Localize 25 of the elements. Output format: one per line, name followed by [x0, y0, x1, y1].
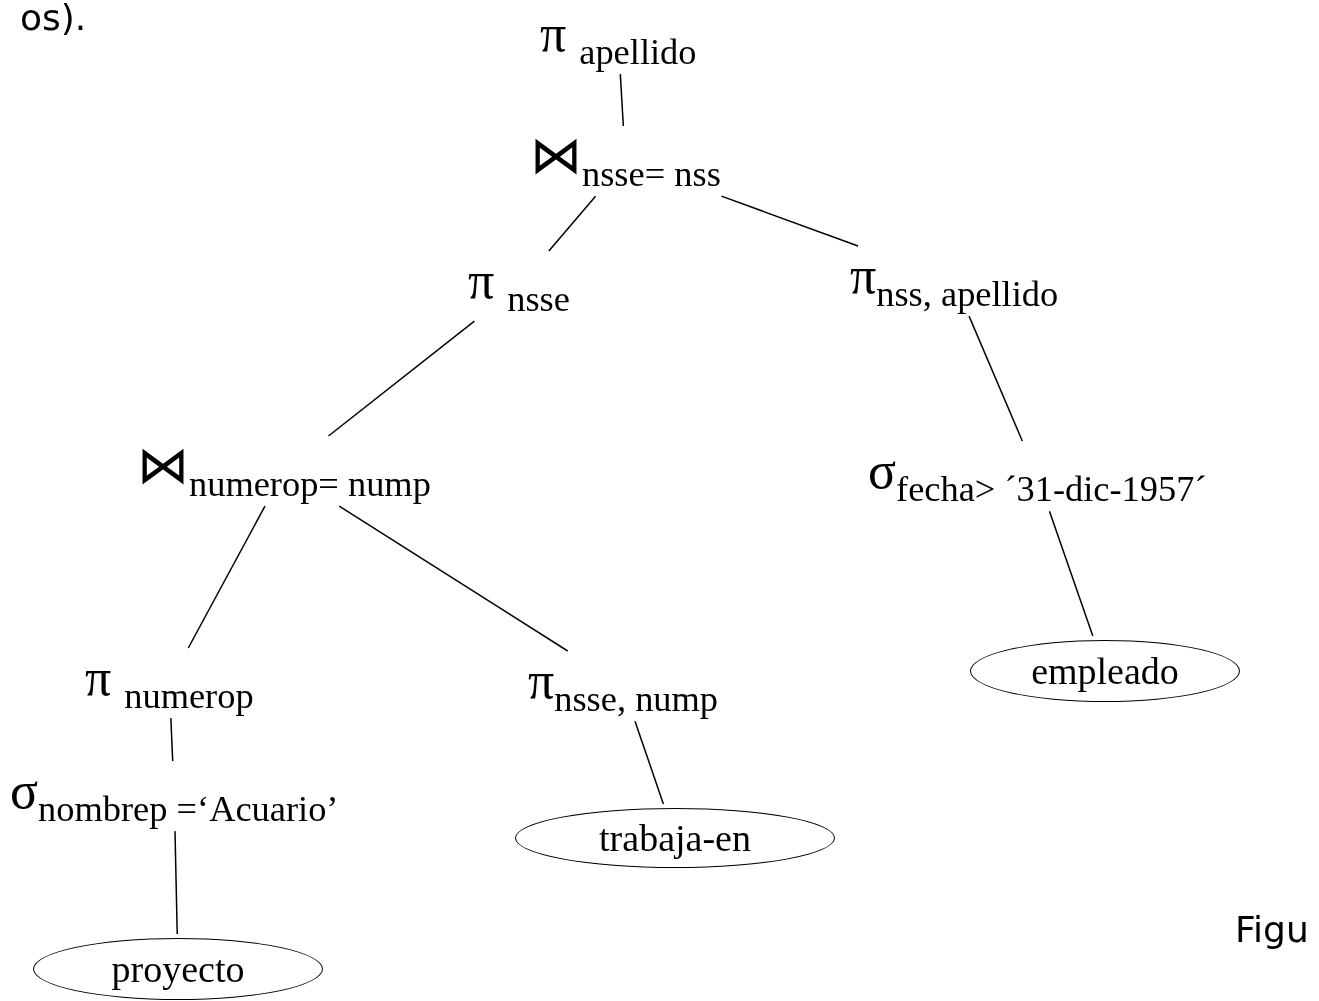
tree-edge	[1048, 510, 1094, 637]
tree-edge	[720, 195, 859, 247]
operator-label: σ$_{nombrep =‘Acuario’}$	[10, 765, 339, 828]
operator-label: π $_{nsse}$	[468, 255, 570, 318]
operator-label: π $_{numerop}$	[85, 652, 254, 715]
operator-label: ⋈$_{numerop= nump}$	[137, 440, 431, 503]
operator-label: σ$_{fecha> ´31-dic-1957´}$	[868, 445, 1207, 508]
tree-edge	[170, 717, 174, 762]
operator-label: π $_{apellido}$	[540, 8, 697, 71]
tree-edge	[187, 505, 266, 649]
relation-ellipse: proyecto	[33, 938, 323, 1000]
tree-edge	[327, 320, 476, 437]
operator-label: π$_{nsse, nump}$	[528, 655, 719, 718]
tree-edge	[174, 830, 178, 935]
tree-edge	[968, 315, 1024, 442]
caption-fragment: Figu	[1235, 912, 1309, 948]
relation-ellipse: empleado	[970, 640, 1240, 702]
tree-edge	[619, 73, 625, 127]
caption-fragment: os).	[20, 0, 87, 36]
relation-ellipse: trabaja-en	[515, 808, 835, 868]
tree-edge	[338, 505, 569, 652]
tree-edge	[548, 195, 597, 252]
operator-label: π$_{nss, apellido}$	[850, 250, 1059, 313]
tree-edge	[634, 720, 665, 805]
operator-label: ⋈$_{nsse= nss}$	[530, 130, 721, 193]
